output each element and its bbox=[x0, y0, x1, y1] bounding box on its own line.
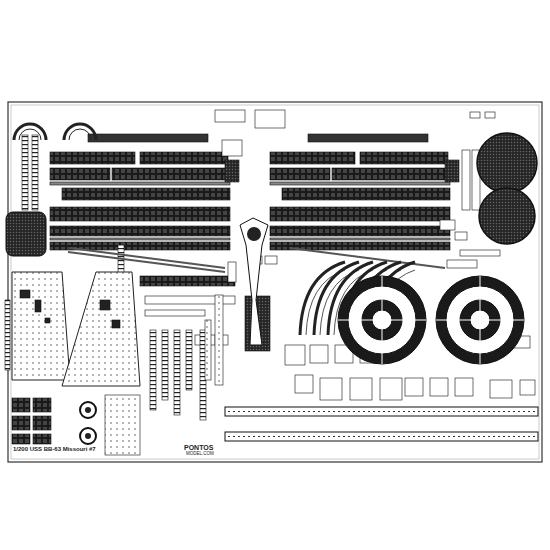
ladder bbox=[5, 300, 10, 370]
small-part bbox=[320, 378, 342, 400]
small-part bbox=[310, 345, 328, 363]
panel-detail bbox=[35, 300, 41, 312]
arch-frame bbox=[14, 124, 46, 140]
small-part bbox=[490, 380, 512, 398]
strip bbox=[88, 134, 208, 142]
railing-grid bbox=[50, 207, 230, 221]
ladder bbox=[150, 330, 156, 410]
panel-detail bbox=[112, 320, 120, 328]
ladder bbox=[22, 135, 28, 210]
plate bbox=[215, 295, 223, 385]
small-part bbox=[447, 260, 477, 268]
strip bbox=[270, 238, 450, 240]
mast-part bbox=[240, 218, 268, 345]
arch-frame bbox=[64, 124, 96, 140]
small-part bbox=[265, 256, 277, 264]
railing-grid bbox=[270, 226, 450, 236]
small-part bbox=[380, 378, 402, 400]
small-part bbox=[255, 110, 285, 128]
plate bbox=[205, 320, 211, 380]
deck-panel bbox=[12, 272, 70, 380]
small-part bbox=[405, 378, 423, 396]
small-part bbox=[470, 112, 480, 118]
small-part bbox=[455, 378, 473, 396]
long-rail bbox=[225, 432, 538, 441]
grille bbox=[33, 434, 51, 444]
railing-grid bbox=[270, 168, 330, 180]
grille bbox=[33, 398, 51, 412]
small-part bbox=[215, 110, 245, 122]
panel-detail bbox=[45, 318, 50, 323]
ladder bbox=[186, 330, 192, 390]
ladder bbox=[32, 135, 38, 210]
ladder bbox=[162, 330, 168, 400]
grille bbox=[12, 398, 30, 412]
small-part bbox=[145, 310, 205, 316]
railing-grid bbox=[62, 188, 230, 200]
strip bbox=[270, 182, 450, 185]
railing-grid bbox=[140, 276, 235, 286]
ladder bbox=[174, 330, 180, 415]
grille bbox=[12, 434, 30, 444]
small-part bbox=[445, 160, 459, 182]
grille bbox=[12, 416, 30, 430]
maker-logo: MODEL.COM bbox=[185, 452, 215, 457]
fret-parts bbox=[5, 102, 542, 462]
railing-grid bbox=[332, 168, 447, 180]
small-part bbox=[225, 160, 239, 182]
railing-grid bbox=[50, 226, 230, 236]
hatch-plate bbox=[6, 212, 46, 256]
small-part bbox=[460, 250, 500, 256]
small-part bbox=[440, 220, 455, 230]
deck-panel bbox=[62, 272, 140, 386]
fret-frame bbox=[8, 102, 542, 462]
strip bbox=[308, 134, 428, 142]
railing-grid bbox=[282, 188, 450, 200]
small-part bbox=[228, 262, 236, 282]
mesh-dish bbox=[479, 188, 535, 244]
strip bbox=[50, 238, 230, 240]
panel-detail bbox=[100, 300, 110, 310]
small-part bbox=[350, 378, 372, 400]
small-part bbox=[455, 232, 467, 240]
ring-part bbox=[338, 276, 426, 364]
panel-detail bbox=[20, 290, 30, 298]
railing-grid bbox=[112, 168, 227, 180]
railing-grid bbox=[270, 207, 450, 221]
long-rail bbox=[225, 407, 538, 416]
railing-grid bbox=[140, 152, 228, 164]
maker-logo: PONTOS bbox=[183, 444, 214, 451]
small-part bbox=[295, 375, 313, 393]
fret-title: 1/200 USS BB-63 Missouri #7 bbox=[12, 446, 97, 452]
railing-grid bbox=[50, 152, 135, 164]
railing-grid bbox=[50, 168, 110, 180]
small-part bbox=[485, 112, 495, 118]
small-part bbox=[222, 140, 242, 156]
grille bbox=[33, 416, 51, 430]
small-part bbox=[520, 380, 535, 395]
small-part bbox=[462, 150, 470, 210]
strip bbox=[50, 182, 230, 185]
small-part bbox=[430, 378, 448, 396]
ring-part bbox=[436, 276, 524, 364]
mesh-dish bbox=[477, 133, 537, 193]
small-part bbox=[285, 345, 305, 365]
plate bbox=[105, 395, 140, 455]
railing-grid bbox=[360, 152, 448, 164]
railing-grid bbox=[270, 152, 355, 164]
